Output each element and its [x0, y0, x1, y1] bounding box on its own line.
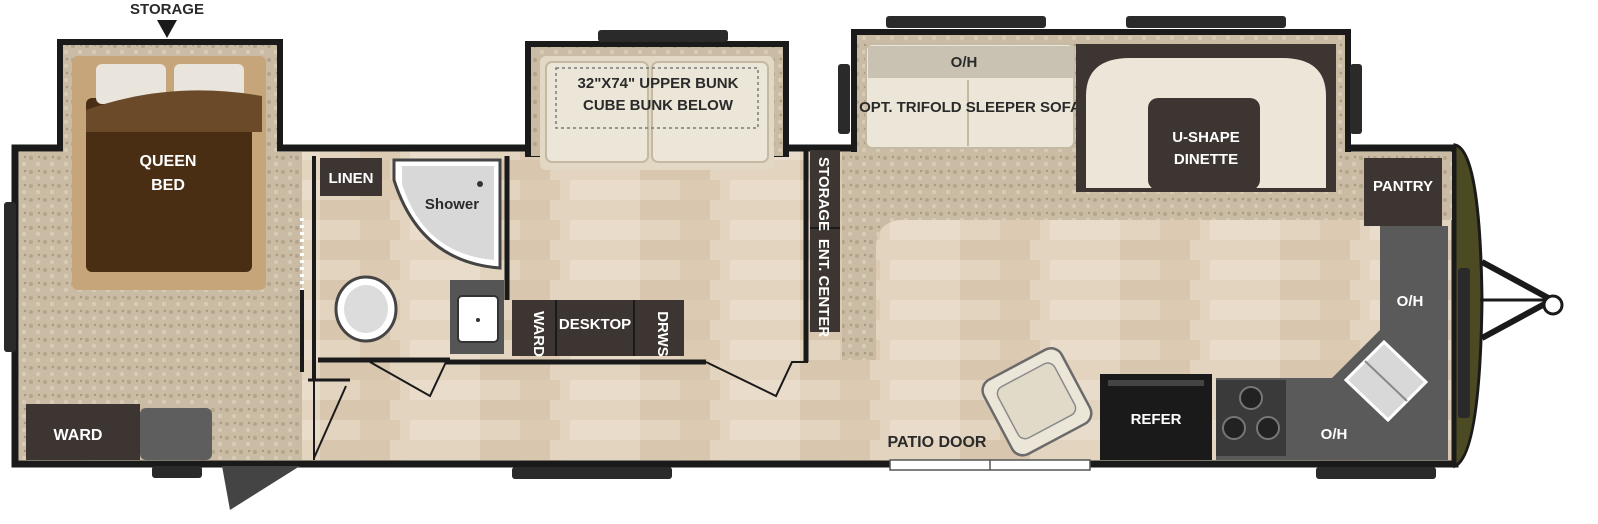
queen-bed: QUEEN BED: [72, 56, 266, 290]
oh-sofa-label: O/H: [951, 54, 978, 71]
sleeper-sofa: O/H OPT. TRIFOLD SLEEPER SOFA: [859, 43, 1081, 149]
storage-arrow: STORAGE: [130, 1, 204, 38]
wardrobe-left: WARD: [26, 404, 212, 460]
bathroom-sink: [450, 280, 504, 354]
storage-ent-column: STORAGE ENT. CENTER: [803, 150, 840, 362]
patio-door: PATIO DOOR: [888, 434, 1091, 471]
linen-cabinet: LINEN: [320, 158, 382, 196]
oh-kitchen-label: O/H: [1321, 426, 1348, 443]
drws-label: DRWS: [654, 311, 671, 357]
bunk-label-2: CUBE BUNK BELOW: [583, 97, 734, 114]
shower: Shower: [392, 158, 502, 270]
refrigerator: REFER: [1100, 374, 1212, 460]
patio-door-label: PATIO DOOR: [888, 434, 987, 451]
ward-center-label: WARD: [530, 311, 547, 357]
u-shape-dinette: U-SHAPE DINETTE: [1076, 44, 1336, 192]
dinette-label-1: U-SHAPE: [1172, 129, 1240, 146]
windows: [4, 16, 1470, 479]
desk-row: WARD DESKTOP DRWS: [446, 300, 808, 398]
ent-center-label: ENT. CENTER: [815, 239, 832, 338]
front-cap-hitch: [1453, 143, 1564, 469]
dinette-label-2: DINETTE: [1174, 151, 1238, 168]
oh-right-label: O/H: [1397, 293, 1424, 310]
bunk-label-1: 32"X74" UPPER BUNK: [578, 75, 739, 92]
shower-label: Shower: [425, 196, 479, 213]
queen-bed-label-2: BED: [151, 177, 185, 194]
pantry-label: PANTRY: [1373, 178, 1433, 195]
linen-label: LINEN: [329, 170, 374, 187]
queen-bed-label-1: QUEEN: [140, 153, 197, 170]
toilet: [334, 275, 398, 343]
sofa-label: OPT. TRIFOLD SLEEPER SOFA: [859, 99, 1081, 116]
ward-left-label: WARD: [54, 427, 103, 444]
storage-vertical-label: STORAGE: [815, 157, 832, 231]
entry-door: [222, 466, 300, 510]
storage-top-label: STORAGE: [130, 1, 204, 18]
pantry: PANTRY: [1364, 158, 1442, 226]
recliner-chair: [981, 347, 1093, 457]
kitchen-sink: [1343, 339, 1429, 423]
bunk-area: 32"X74" UPPER BUNK CUBE BUNK BELOW: [540, 56, 774, 170]
desktop-label: DESKTOP: [559, 316, 631, 333]
refer-label: REFER: [1131, 411, 1182, 428]
bedroom-partition: [300, 156, 350, 460]
stove: [1216, 380, 1286, 456]
